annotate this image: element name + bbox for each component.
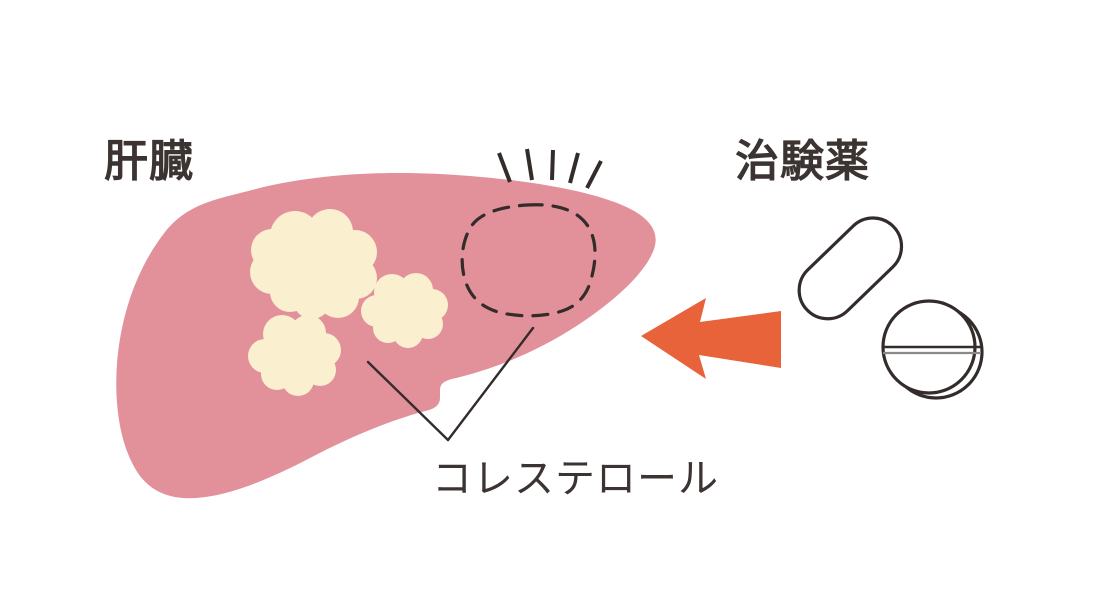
sparkle-line-5 [585, 160, 603, 189]
capsule-pill [797, 216, 904, 321]
sparkle-line-3 [550, 149, 555, 181]
liver-label: 肝臓 [104, 137, 194, 186]
sparkle-lines [497, 148, 603, 189]
cholesterol-label: コレステロール [432, 457, 719, 501]
pills-group [797, 216, 984, 400]
cholesterol-leader-lines [366, 326, 535, 442]
cholesterol-blob-2 [361, 273, 448, 348]
sparkle-line-2 [525, 148, 534, 181]
sparkle-line-1 [497, 152, 512, 183]
cholesterol-deposits-group [248, 209, 448, 396]
cholesterol-blob-1 [250, 209, 377, 319]
drug-to-liver-arrow-group [641, 298, 781, 379]
drug-to-liver-arrow [641, 298, 781, 379]
cholesterol-blob-3 [248, 315, 341, 396]
cleared-cholesterol-dashed-outline [460, 203, 597, 318]
leader-line-left [366, 360, 450, 442]
leader-line-right [446, 326, 535, 442]
drug-label: 治験薬 [735, 137, 870, 186]
sparkle-line-4 [568, 152, 580, 184]
